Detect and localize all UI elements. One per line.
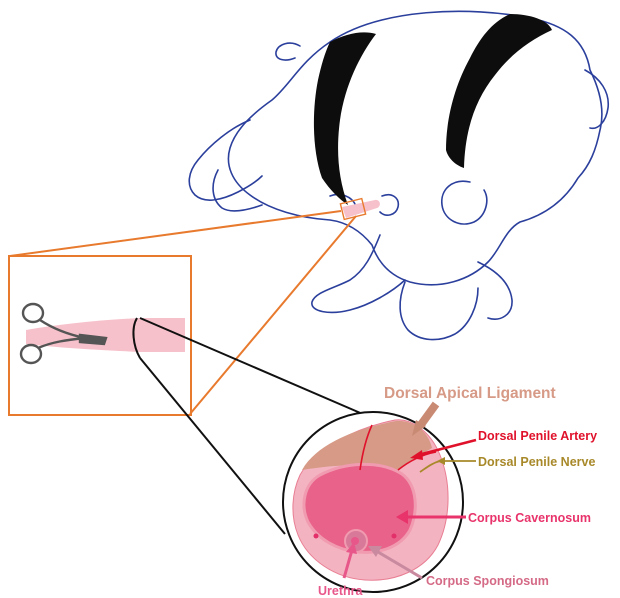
label-corpus-cavernosum: Corpus Cavernosum bbox=[468, 511, 591, 525]
label-dorsal-penile-artery: Dorsal Penile Artery bbox=[478, 429, 597, 443]
label-urethra: Urethra bbox=[318, 584, 364, 598]
label-dorsal-penile-nerve: Dorsal Penile Nerve bbox=[478, 455, 595, 469]
label-dorsal-apical-ligament: Dorsal Apical Ligament bbox=[384, 385, 556, 402]
animal-outline bbox=[189, 11, 608, 339]
rear-band bbox=[446, 14, 552, 168]
zoom-frame bbox=[9, 211, 356, 415]
penis-zoomed bbox=[26, 318, 185, 352]
cross-section bbox=[283, 412, 463, 592]
label-corpus-spongiosum: Corpus Spongiosum bbox=[426, 574, 549, 588]
front-band bbox=[314, 32, 376, 205]
penis-in-situ bbox=[340, 199, 380, 220]
